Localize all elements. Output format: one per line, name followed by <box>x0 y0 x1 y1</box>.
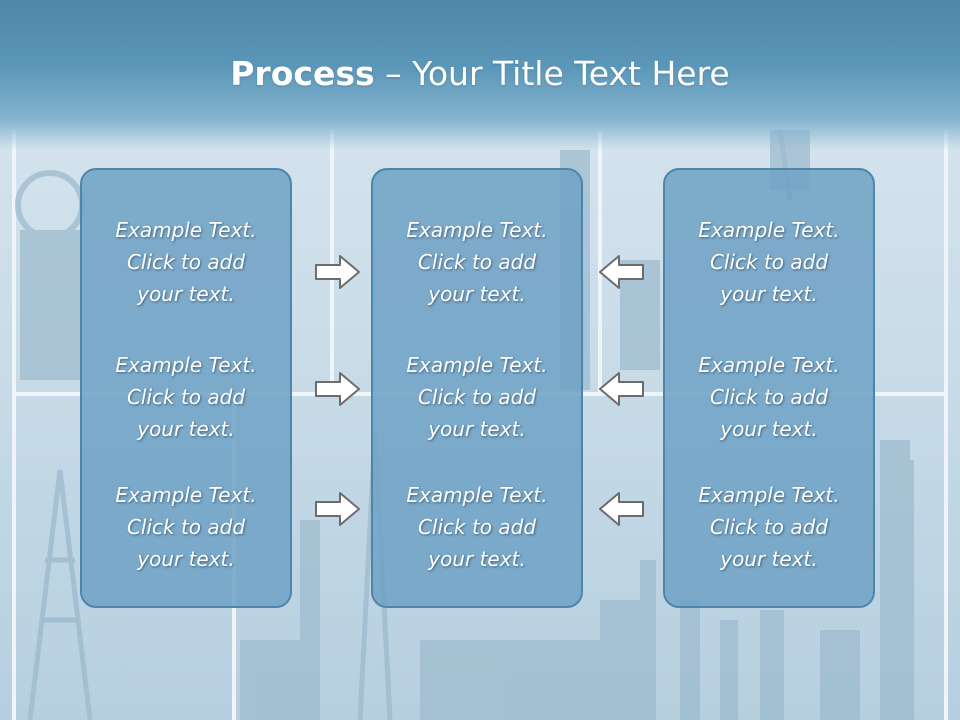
text-line: Example Text. <box>406 353 548 377</box>
right-arrow-icon[interactable] <box>314 370 362 408</box>
right-arrow-icon[interactable] <box>314 490 362 528</box>
text-line: Click to add <box>417 515 537 539</box>
title-rest: – Your Title Text Here <box>374 54 730 93</box>
text-line: Click to add <box>126 515 246 539</box>
text-placeholder[interactable]: Example Text. Click to add your text. <box>82 479 290 575</box>
slide-title[interactable]: Process – Your Title Text Here <box>0 52 960 96</box>
title-bar <box>0 0 960 150</box>
text-line: Click to add <box>126 385 246 409</box>
text-placeholder[interactable]: Example Text. Click to add your text. <box>665 349 873 445</box>
text-line: your text. <box>428 417 526 441</box>
text-line: Example Text. <box>406 218 548 242</box>
text-line: Example Text. <box>115 218 257 242</box>
text-line: Example Text. <box>115 483 257 507</box>
text-line: Example Text. <box>115 353 257 377</box>
text-line: Example Text. <box>406 483 548 507</box>
left-arrow-icon[interactable] <box>597 490 645 528</box>
text-placeholder[interactable]: Example Text. Click to add your text. <box>665 214 873 310</box>
text-line: Example Text. <box>698 353 840 377</box>
right-arrow-icon[interactable] <box>314 253 362 291</box>
text-line: your text. <box>720 282 818 306</box>
text-line: your text. <box>720 417 818 441</box>
text-line: Click to add <box>417 385 537 409</box>
process-box-left[interactable]: Example Text. Click to add your text. Ex… <box>80 168 292 608</box>
text-line: Example Text. <box>698 218 840 242</box>
text-placeholder[interactable]: Example Text. Click to add your text. <box>82 214 290 310</box>
text-placeholder[interactable]: Example Text. Click to add your text. <box>665 479 873 575</box>
text-line: your text. <box>137 547 235 571</box>
text-line: your text. <box>137 282 235 306</box>
text-placeholder[interactable]: Example Text. Click to add your text. <box>373 214 581 310</box>
text-placeholder[interactable]: Example Text. Click to add your text. <box>373 349 581 445</box>
text-line: your text. <box>428 282 526 306</box>
title-bold-word: Process <box>230 54 375 93</box>
text-placeholder[interactable]: Example Text. Click to add your text. <box>373 479 581 575</box>
left-arrow-icon[interactable] <box>597 370 645 408</box>
text-line: your text. <box>137 417 235 441</box>
text-line: Click to add <box>709 385 829 409</box>
process-box-right[interactable]: Example Text. Click to add your text. Ex… <box>663 168 875 608</box>
text-line: Click to add <box>709 515 829 539</box>
text-line: Example Text. <box>698 483 840 507</box>
text-line: Click to add <box>709 250 829 274</box>
text-placeholder[interactable]: Example Text. Click to add your text. <box>82 349 290 445</box>
text-line: Click to add <box>126 250 246 274</box>
left-arrow-icon[interactable] <box>597 253 645 291</box>
text-line: Click to add <box>417 250 537 274</box>
process-box-center[interactable]: Example Text. Click to add your text. Ex… <box>371 168 583 608</box>
text-line: your text. <box>720 547 818 571</box>
text-line: your text. <box>428 547 526 571</box>
